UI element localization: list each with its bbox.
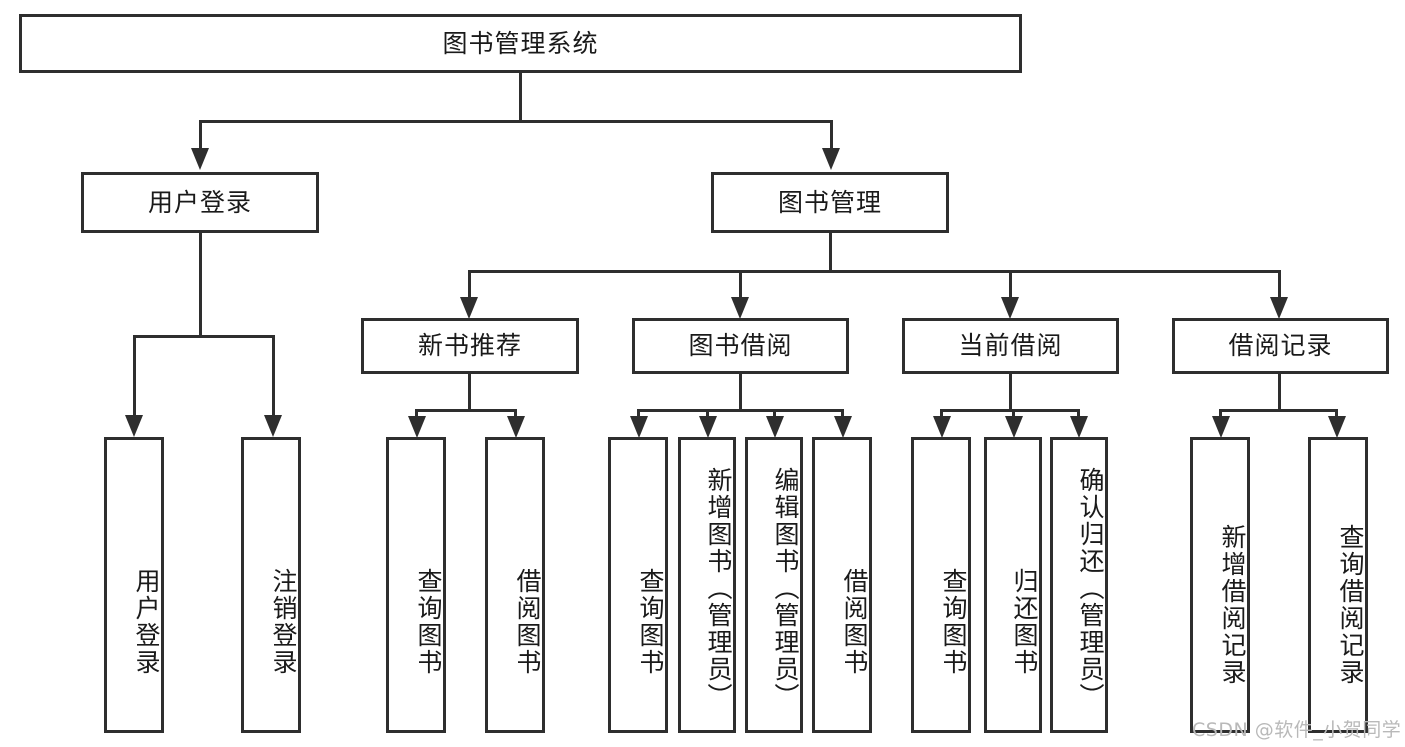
leaf-query-book-1[interactable]: 查询图书 — [386, 437, 446, 733]
leaf-add-book[interactable]: 新增图书（管理员） — [678, 437, 736, 733]
connector-level3-drop-3 — [1009, 270, 1012, 298]
arrowhead-to-leaf-query-book-1 — [408, 416, 426, 438]
node-label: 注销登录 — [269, 568, 298, 676]
connector-level3-drop-2 — [739, 270, 742, 298]
leaf-user-login[interactable]: 用户登录 — [104, 437, 164, 733]
leaf-borrow-book-1[interactable]: 借阅图书 — [485, 437, 545, 733]
connector-level3-bus — [468, 270, 1281, 273]
node-book-manage[interactable]: 图书管理 — [711, 172, 949, 233]
arrowhead-to-borrow-record — [1270, 297, 1288, 319]
node-borrow-record[interactable]: 借阅记录 — [1172, 318, 1389, 374]
connector-bookborrow-drop-3 — [773, 409, 776, 418]
node-label: 编辑图书（管理员） — [771, 466, 800, 710]
node-label: 查询借阅记录 — [1336, 524, 1365, 686]
connector-root-bus — [199, 120, 833, 123]
connector-record-drop-2 — [1335, 409, 1338, 418]
node-label: 图书管理系统 — [442, 28, 599, 58]
connector-root-stem — [519, 73, 522, 120]
arrowhead-to-leaf-edit-book — [766, 416, 784, 438]
leaf-borrow-book-2[interactable]: 借阅图书 — [812, 437, 872, 733]
connector-recommend-stem — [468, 374, 471, 409]
connector-bookborrow-stem — [739, 374, 742, 409]
node-label: 当前借阅 — [958, 331, 1063, 361]
connector-currentborrow-drop-1 — [940, 409, 943, 418]
connector-recommend-drop-1 — [415, 409, 418, 418]
connector-level3-drop-1 — [468, 270, 471, 298]
connector-recommend-drop-2 — [514, 409, 517, 418]
arrowhead-to-user-login — [191, 148, 209, 170]
connector-level3-drop-4 — [1278, 270, 1281, 298]
node-current-borrow[interactable]: 当前借阅 — [902, 318, 1119, 374]
node-label: 用户登录 — [147, 187, 252, 217]
connector-record-drop-1 — [1219, 409, 1222, 418]
arrowhead-to-leaf-query-book-3 — [933, 416, 951, 438]
node-label: 借阅记录 — [1228, 331, 1333, 361]
arrowhead-to-leaf-borrow-book-2 — [834, 416, 852, 438]
leaf-query-book-2[interactable]: 查询图书 — [608, 437, 668, 733]
arrowhead-to-book-borrow — [731, 297, 749, 319]
connector-root-drop-right — [830, 120, 833, 148]
node-label: 用户登录 — [132, 568, 161, 676]
node-label: 查询图书 — [636, 568, 665, 676]
leaf-query-book-3[interactable]: 查询图书 — [911, 437, 971, 733]
connector-currentborrow-drop-3 — [1077, 409, 1080, 418]
leaf-confirm-return[interactable]: 确认归还（管理员） — [1050, 437, 1108, 733]
connector-user-login-drop-1 — [133, 335, 136, 417]
connector-currentborrow-drop-2 — [1012, 409, 1015, 418]
leaf-edit-book[interactable]: 编辑图书（管理员） — [745, 437, 803, 733]
node-label: 新书推荐 — [417, 331, 522, 361]
node-label: 确认归还（管理员） — [1076, 466, 1105, 710]
arrowhead-to-book-manage — [822, 148, 840, 170]
connector-user-login-bus — [133, 335, 275, 338]
connector-bookborrow-bus — [637, 409, 844, 412]
connector-record-stem — [1278, 374, 1281, 409]
arrowhead-to-leaf-add-book — [699, 416, 717, 438]
connector-root-drop-left — [199, 120, 202, 148]
node-root-system[interactable]: 图书管理系统 — [19, 14, 1022, 73]
leaf-add-record[interactable]: 新增借阅记录 — [1190, 437, 1250, 733]
arrowhead-to-new-book-recommend — [460, 297, 478, 319]
node-new-book-recommend[interactable]: 新书推荐 — [361, 318, 579, 374]
connector-bookborrow-drop-4 — [841, 409, 844, 418]
arrowhead-to-leaf-add-record — [1212, 416, 1230, 438]
node-user-login[interactable]: 用户登录 — [81, 172, 319, 233]
arrowhead-to-leaf-confirm-return — [1070, 416, 1088, 438]
arrowhead-to-leaf-query-record — [1328, 416, 1346, 438]
node-label: 图书管理 — [777, 187, 882, 217]
leaf-return-book[interactable]: 归还图书 — [984, 437, 1042, 733]
connector-bookborrow-drop-1 — [637, 409, 640, 418]
node-book-borrow[interactable]: 图书借阅 — [632, 318, 849, 374]
node-label: 借阅图书 — [513, 568, 542, 676]
connector-user-login-stem — [199, 233, 202, 335]
arrowhead-to-leaf-query-book-2 — [630, 416, 648, 438]
leaf-query-record[interactable]: 查询借阅记录 — [1308, 437, 1368, 733]
connector-user-login-drop-2 — [272, 335, 275, 417]
node-label: 归还图书 — [1010, 568, 1039, 676]
node-label: 图书借阅 — [688, 331, 793, 361]
node-label: 新增图书（管理员） — [704, 466, 733, 710]
node-label: 新增借阅记录 — [1218, 524, 1247, 686]
arrowhead-to-leaf-user-login — [125, 415, 143, 437]
connector-bookborrow-drop-2 — [706, 409, 709, 418]
node-label: 查询图书 — [939, 568, 968, 676]
arrowhead-to-current-borrow — [1001, 297, 1019, 319]
node-label: 查询图书 — [414, 568, 443, 676]
leaf-logout[interactable]: 注销登录 — [241, 437, 301, 733]
arrowhead-to-leaf-borrow-book-1 — [507, 416, 525, 438]
connector-currentborrow-stem — [1009, 374, 1012, 409]
connector-record-bus — [1219, 409, 1338, 412]
csdn-watermark: CSDN @软件_小贺同学 — [1192, 719, 1402, 741]
node-label: 借阅图书 — [840, 568, 869, 676]
connector-currentborrow-bus — [940, 409, 1080, 412]
connector-book-manage-stem — [829, 233, 832, 270]
arrowhead-to-leaf-logout — [264, 415, 282, 437]
arrowhead-to-leaf-return-book — [1005, 416, 1023, 438]
connector-recommend-bus — [415, 409, 517, 412]
